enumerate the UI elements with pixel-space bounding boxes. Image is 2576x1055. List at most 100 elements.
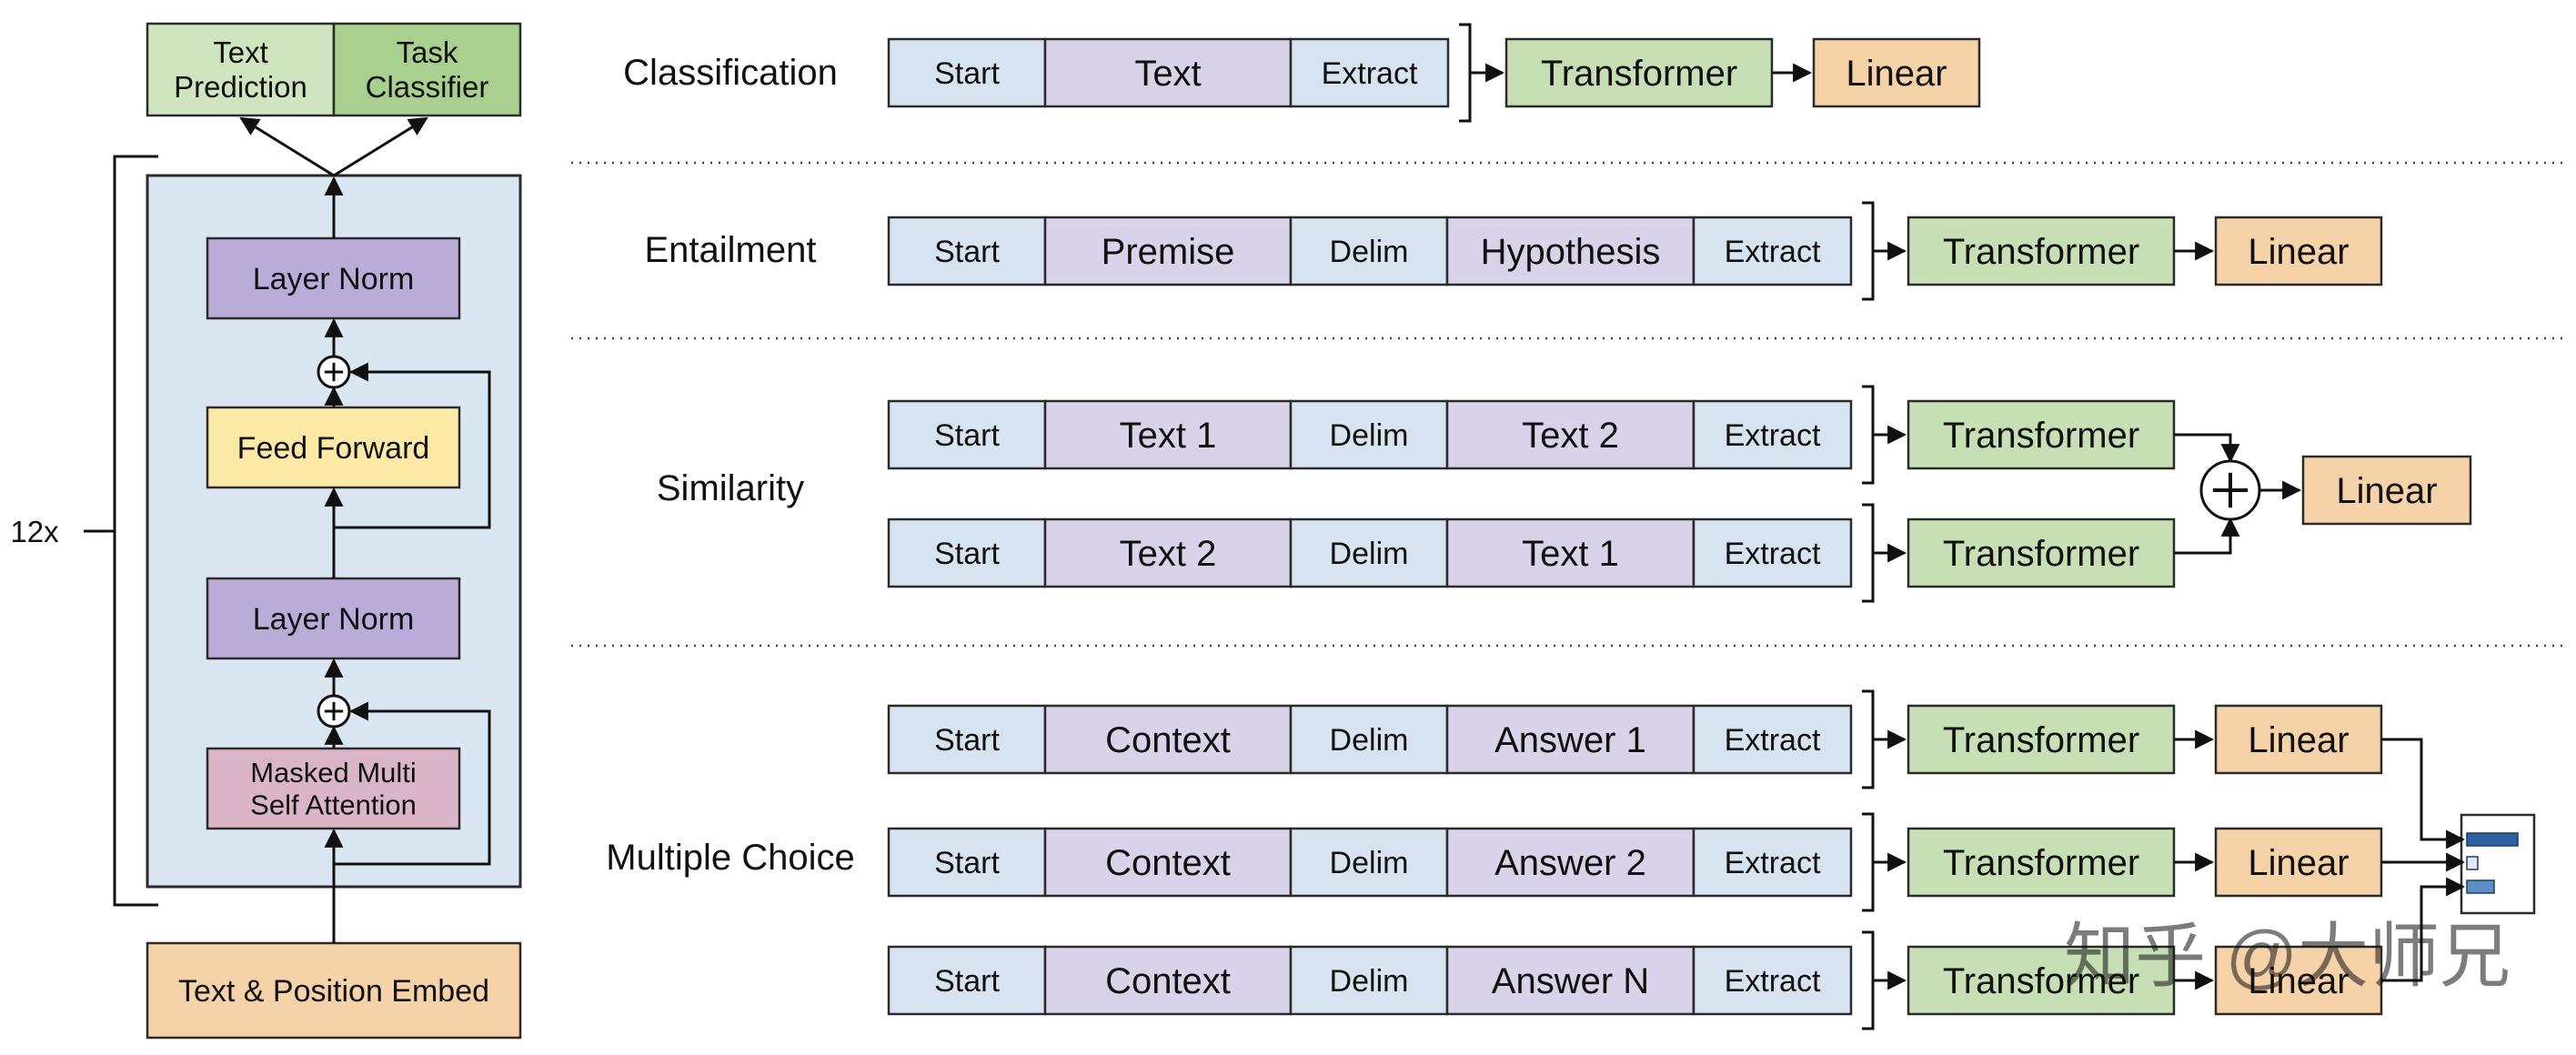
segment-extract-rect — [1289, 37, 1450, 108]
feed-forward-box-rect — [206, 406, 461, 489]
segment-start-label: Start — [934, 418, 1000, 453]
segment-start-label: Start — [934, 56, 1000, 91]
segment-start: Start — [887, 37, 1047, 108]
segment-start-rect — [887, 399, 1047, 470]
segment-extract-label: Extract — [1725, 418, 1821, 453]
segment-answer-n-rect — [1445, 945, 1696, 1016]
to-sum-arrow — [2174, 433, 2240, 464]
segment-delim: Delim — [1289, 216, 1449, 286]
segment-extract: Extract — [1692, 517, 1853, 588]
transformer-box: Transformer — [1907, 399, 2176, 470]
text-position-embed-box-label: Text & Position Embed — [178, 974, 489, 1009]
transformer-box: Transformer — [1907, 945, 2176, 1016]
segment-delim: Delim — [1289, 827, 1449, 898]
segment-extract-label: Extract — [1322, 56, 1418, 91]
text-prediction-box-label: Prediction — [174, 70, 307, 104]
segment-delim-label: Delim — [1330, 846, 1409, 880]
segment-start-rect — [887, 827, 1047, 898]
segment-start: Start — [887, 216, 1047, 286]
masked-self-attention-box-label: Self Attention — [250, 789, 417, 821]
sequence-bracket — [1862, 689, 1875, 789]
linear-box: Linear — [1812, 37, 1981, 108]
segment-extract: Extract — [1289, 37, 1450, 108]
segment-extract: Extract — [1692, 399, 1853, 470]
segment-delim: Delim — [1289, 945, 1449, 1016]
segment-delim-rect — [1289, 517, 1449, 588]
segment-extract-rect — [1692, 216, 1853, 286]
segment-delim-label: Delim — [1330, 723, 1409, 758]
transformer-box: Transformer — [1907, 704, 2176, 775]
segment-premise: Premise — [1043, 216, 1293, 286]
text-position-embed-box: Text & Position Embed — [146, 941, 522, 1040]
input-sequence-row: Start Context Delim Answer 1 Extract — [887, 689, 1875, 789]
segment-extract-rect — [1692, 704, 1853, 775]
sequence-bracket — [1862, 201, 1875, 301]
segment-answer-n-label: Answer N — [1492, 961, 1649, 1001]
segment-delim: Delim — [1289, 704, 1449, 775]
task-label-classification: Classification — [623, 53, 838, 93]
transformer-box: Transformer — [1504, 37, 1774, 108]
segment-delim: Delim — [1289, 399, 1449, 470]
segment-hypothesis-label: Hypothesis — [1481, 232, 1661, 272]
segment-context-label: Context — [1105, 720, 1231, 760]
transformer-box-label: Transformer — [1943, 843, 2139, 883]
layer-norm-bottom-box-label: Layer Norm — [253, 602, 415, 637]
segment-extract: Extract — [1692, 827, 1853, 898]
text-prediction-box-label: Text — [213, 35, 268, 69]
segment-start: Start — [887, 945, 1047, 1016]
linear-box-label: Linear — [2248, 961, 2349, 1001]
segment-text-2-rect — [1043, 517, 1293, 588]
residual-connection-1 — [334, 701, 491, 866]
feed-forward-box: Feed Forward — [206, 406, 461, 489]
segment-premise-rect — [1043, 216, 1293, 286]
segment-start-label: Start — [934, 964, 1000, 999]
segment-text-label: Text — [1134, 54, 1201, 94]
residual-add-1 — [317, 694, 351, 728]
segment-premise-label: Premise — [1102, 232, 1235, 272]
segment-answer-1-label: Answer 1 — [1494, 720, 1646, 760]
segment-context-rect — [1043, 945, 1293, 1016]
segment-extract-label: Extract — [1725, 964, 1821, 999]
linear-box-rect — [2214, 216, 2383, 286]
masked-self-attention-box-rect — [206, 747, 461, 830]
transformer-box-rect — [1907, 945, 2176, 1016]
segment-start-rect — [887, 37, 1047, 108]
to-task-classifier-arrow — [333, 116, 428, 177]
to-text-prediction-arrow — [239, 116, 335, 177]
transformer-box: Transformer — [1907, 827, 2176, 898]
segment-extract: Extract — [1692, 704, 1853, 775]
linear-box-rect — [2214, 704, 2383, 775]
segment-start-rect — [887, 216, 1047, 286]
segment-text-1: Text 1 — [1445, 517, 1696, 588]
task-label-multiple-choice: Multiple Choice — [606, 838, 854, 878]
segment-text-1: Text 1 — [1043, 399, 1293, 470]
linear-box-rect — [2214, 945, 2383, 1016]
transformer-box-rect — [1907, 517, 2176, 588]
segment-start-label: Start — [934, 846, 1000, 880]
segment-start: Start — [887, 399, 1047, 470]
similarity-sum-operator — [2199, 459, 2261, 521]
segment-answer-1: Answer 1 — [1445, 704, 1696, 775]
segment-text: Text — [1043, 37, 1293, 108]
segment-context-rect — [1043, 704, 1293, 775]
linear-box: Linear — [2214, 827, 2383, 898]
linear-box-rect — [2214, 827, 2383, 898]
sequence-bracket — [1862, 812, 1875, 912]
segment-delim-rect — [1289, 704, 1449, 775]
segment-start-label: Start — [934, 723, 1000, 758]
residual-connection-2 — [334, 362, 491, 529]
segment-extract-rect — [1692, 399, 1853, 470]
linear-box-rect — [2301, 455, 2472, 526]
layer-norm-top-box-rect — [206, 236, 461, 320]
feed-forward-box-label: Feed Forward — [237, 431, 430, 466]
to-softmax-arrow — [2381, 877, 2466, 982]
transformer-box-rect — [1504, 37, 1774, 108]
